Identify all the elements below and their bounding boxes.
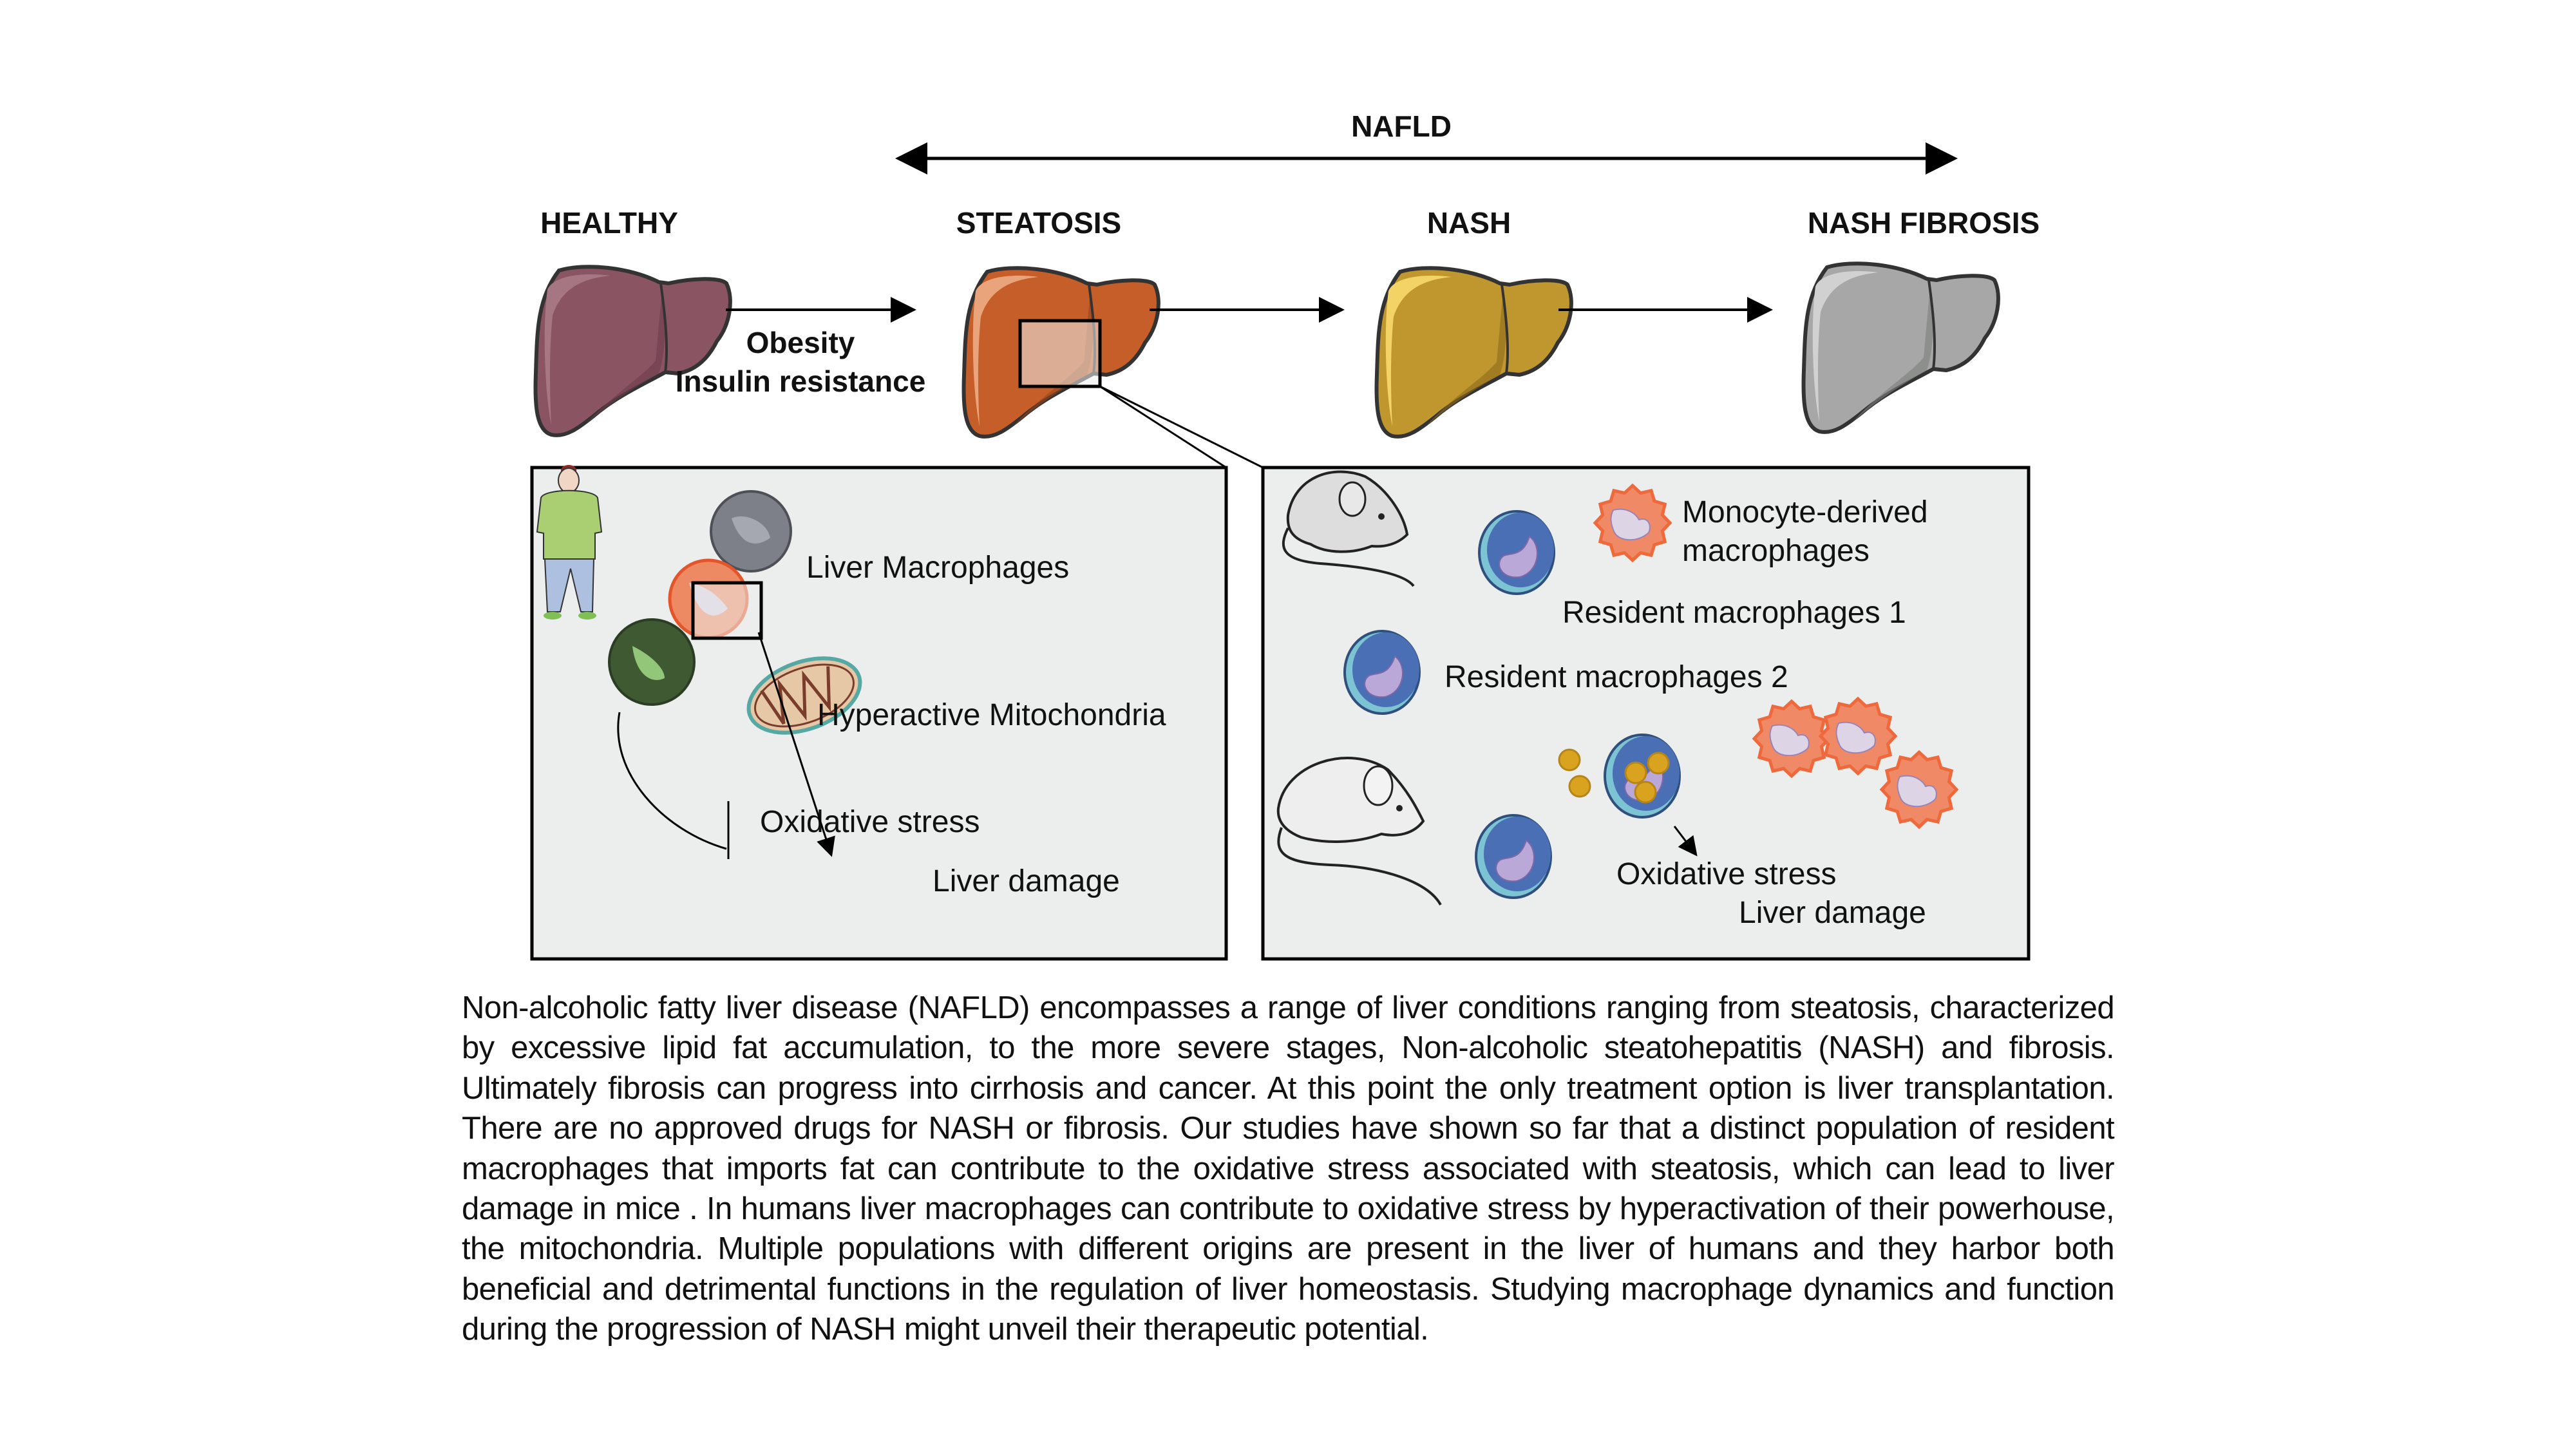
resident-macrophage-bottom-icon [1475,814,1552,899]
cell-nucleus [1897,775,1937,808]
stage-label-steatosis: STEATOSIS [956,206,1121,240]
mouse-icon-top [1282,470,1415,587]
cell-nucleus [1835,721,1876,754]
hyperactive-mitochondria-label: Hyperactive Mitochondria [817,698,1166,732]
human-panel [530,466,1228,961]
mouse-icon-bottom [1276,757,1442,905]
resident-macrophage-1-icon [1478,510,1555,595]
lipid-droplets-icon [1558,748,1670,804]
transition-label-obesity: Obesity [746,326,855,359]
mitochondria-to-stress-arrow [757,632,835,857]
transition-label-insulin: Insulin resistance [676,365,926,398]
monocyte-derived-macrophage-legend-icon [1593,483,1672,563]
cell-nucleus [1499,535,1538,578]
human-oxidative-stress-label: Oxidative stress [760,805,980,839]
zoom-connector-1 [1099,385,1227,469]
liver-highlight [1385,276,1452,426]
obese-human-icon [536,465,603,620]
stage-label-nash: NASH [1427,206,1511,240]
stage-label-nash-fibrosis: NASH FIBROSIS [1808,206,2040,240]
cell-nucleus [1495,839,1535,882]
liver-highlight [1812,271,1879,422]
human-liver-damage-label: Liver damage [933,864,1120,898]
liver-nash-fibrosis-icon [1803,263,1998,432]
grey-macrophage-icon [710,490,792,573]
resident-macrophages-2-label: Resident macrophages 2 [1444,660,1788,694]
macrophage-zoom-box [691,581,763,640]
mouse-stress-arrow [1673,826,1698,857]
cell-nucleus [1769,724,1810,757]
cell-nucleus [1364,655,1403,698]
monocyte-derived-label-line1: Monocyte-derived [1682,495,1928,529]
zoom-box [1018,319,1102,388]
liver-highlight [544,274,611,425]
resident-macrophage-2-icon [1343,630,1421,715]
mouse-oxidative-stress-label: Oxidative stress [1616,857,1836,891]
inhibition-curve [617,712,727,850]
monocyte-derived-macrophage-icon [1818,696,1898,776]
resident-macrophages-1-label: Resident macrophages 1 [1562,596,1906,630]
liver-highlight [972,276,1039,426]
figure-caption: Non-alcoholic fatty liver disease (NAFLD… [462,990,2115,1347]
monocyte-derived-label-line2: macrophages [1682,534,1870,568]
cell-nucleus [1610,508,1651,541]
mouse-liver-damage-label: Liver damage [1739,896,1926,930]
monocyte-derived-macrophage-icon [1752,699,1832,779]
liver-lobe-line [659,283,668,373]
liver-macrophages-label: Liver Macrophages [806,551,1069,585]
liver-healthy-icon [535,267,730,435]
liver-lobe-line [1927,279,1936,370]
mitochondria-icon [746,656,862,735]
nafld-label: NAFLD [1351,109,1452,143]
stage-label-healthy: HEALTHY [540,206,678,240]
zoom-connector-2 [1099,385,1264,469]
green-macrophage-icon [608,618,696,706]
monocyte-derived-macrophage-icon [1879,750,1959,829]
liver-lobe-line [1501,284,1509,374]
liver-nash-icon [1376,268,1571,437]
